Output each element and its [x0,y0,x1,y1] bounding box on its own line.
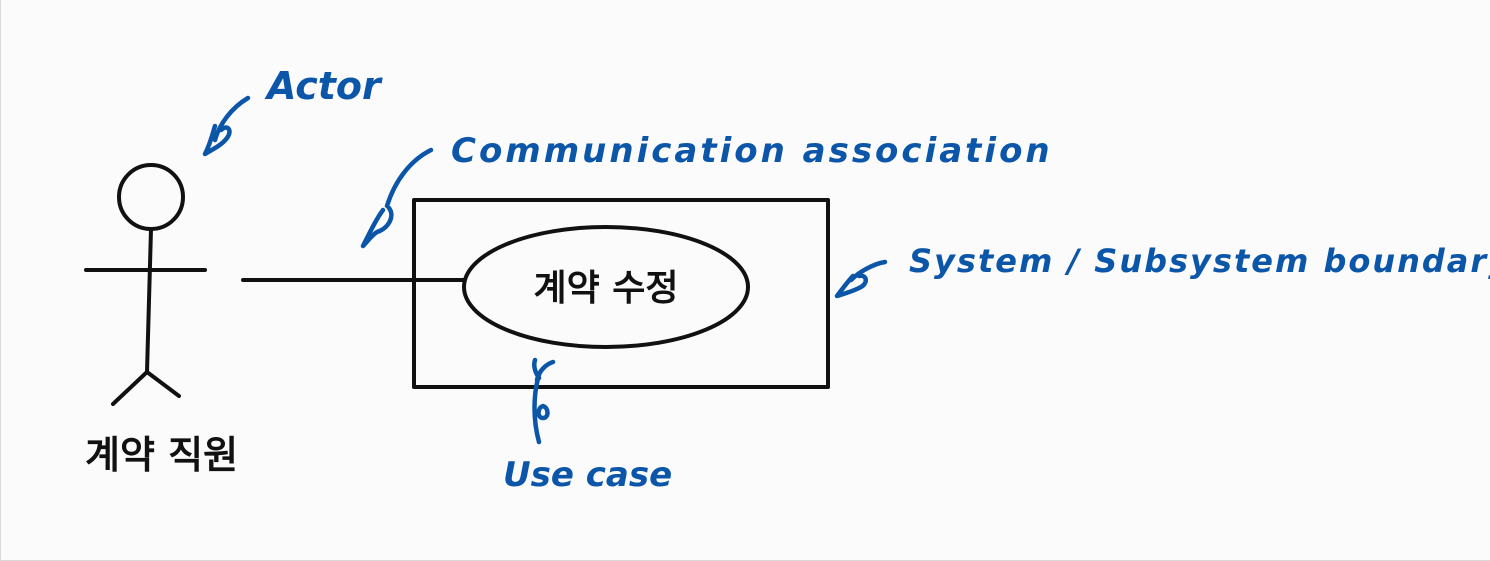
use-case-annotation-arrow-head [531,357,556,383]
use-case-annotation-loop [536,403,550,421]
use-case-ellipse [462,225,750,349]
actor-annotation-arrow-head [202,123,232,157]
boundary-annotation-arrow-head [834,273,868,299]
actor-body [145,227,153,374]
association-annotation-label: Communication association [451,131,1053,171]
actor-figure [84,163,207,406]
boundary-annotation-label: System / Subsystem boundary [909,242,1490,280]
actor-head [117,163,185,231]
use-case-annotation-label: Use case [503,455,672,495]
actor-left-leg [111,370,149,406]
actor-right-leg [145,370,181,398]
association-annotation-arrow-shaft [384,147,434,209]
use-case-name-label: 계약 수정 [533,268,678,309]
actor-annotation-label: Actor [264,64,383,108]
association-annotation-arrow-head [360,205,394,249]
system-boundary [412,198,830,389]
boundary-annotation-arrow-shaft [848,259,888,283]
actor-annotation-arrow-shaft [212,95,251,143]
actor-name-label: 계약 직원 [85,433,238,477]
